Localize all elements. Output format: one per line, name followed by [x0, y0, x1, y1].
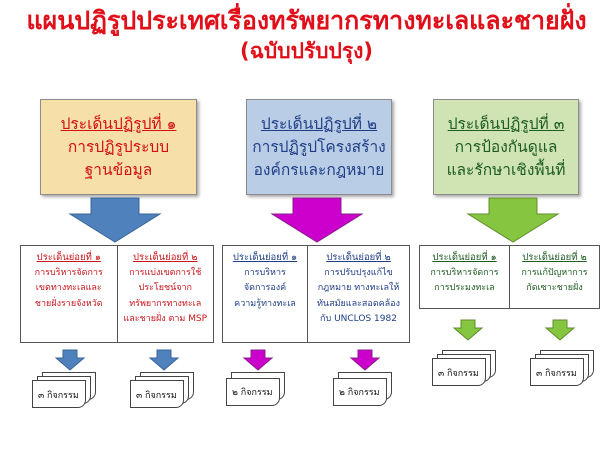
issue-line: และรักษาเชิงพื้นที่ [446, 160, 566, 179]
diagram-title: แผนปฏิรูปประเทศเรื่องทรัพยากรทางทะเลและช… [26, 6, 587, 35]
activity-doc-4: ๒ กิจกรรม [333, 372, 397, 410]
issue-box-1: ประเด็นปฏิรูปที่ ๑ การปฏิรูประบบ ฐานข้อม… [40, 99, 197, 195]
subissue-cell: ประเด็นย่อยที่ ๑ การบริหารจัดการ การประม… [420, 246, 509, 308]
activity-label: ๒ กิจกรรม [232, 388, 273, 398]
issue-line: องค์กรและกฎหมาย [253, 160, 385, 179]
subissue-line: การบริหารจัดการ [430, 267, 499, 278]
activity-doc-6: ๓ กิจกรรม [530, 350, 594, 388]
subissue-heading: ประเด็นย่อยที่ ๑ [36, 252, 101, 263]
small-arrow-3 [242, 349, 274, 371]
subissue-cell: ประเด็นย่อยที่ ๒ การแบ่งเขตการใช้ ประโยช… [116, 246, 214, 342]
activity-label: ๓ กิจกรรม [536, 369, 577, 379]
issue-heading: ประเด็นปฏิรูปที่ ๑ [60, 114, 177, 133]
activity-label: ๓ กิจกรรม [38, 391, 79, 401]
subissue-cell: ประเด็นย่อยที่ ๑ การบริหาร จัดการองค์ คว… [223, 246, 307, 342]
subissue-line: การแก้ปัญหาการ [521, 267, 588, 278]
subissue-line: กฎหมาย ทางทะเลให้ [317, 283, 400, 293]
subissue-line: เขตทางทะเลและ [35, 283, 102, 293]
small-arrow-4 [349, 349, 381, 371]
activity-doc-3: ๒ กิจกรรม [226, 372, 290, 410]
subissue-line: กัดเซาะชายฝั่ง [526, 283, 583, 293]
issue-box-3: ประเด็นปฏิรูปที่ ๓ การป้องกันดูแล และรัก… [433, 99, 579, 195]
activity-doc-2: ๓ กิจกรรม [130, 372, 194, 410]
issue-line: ฐานข้อมูล [84, 160, 153, 179]
activity-label: ๓ กิจกรรม [136, 391, 177, 401]
subissue-line: ประโยชน์จาก [138, 283, 193, 293]
subissue-box-2: ประเด็นย่อยที่ ๑ การบริหาร จัดการองค์ คว… [222, 245, 410, 343]
subissue-line: การบริหารจัดการ [34, 267, 103, 278]
issue-heading: ประเด็นปฏิรูปที่ ๒ [260, 114, 378, 133]
subissue-line: ความรู้ทางทะเล [234, 298, 296, 309]
subissue-line: ทรัพยากรทางทะเล [129, 298, 202, 309]
subissue-heading: ประเด็นย่อยที่ ๒ [522, 252, 587, 263]
subissue-line: ชายฝั่งรายจังหวัด [34, 298, 103, 309]
subissue-line: การประมงทะเล [434, 283, 495, 293]
subissue-line: การปรับปรุงแก้ไข [324, 267, 393, 278]
subissue-box-1: ประเด็นย่อยที่ ๑ การบริหารจัดการ เขตทางท… [20, 245, 214, 343]
issue-line: การป้องกันดูแล [454, 137, 558, 156]
diagram-subtitle: (ฉบับปรับปรุง) [240, 39, 373, 63]
issue-line: การปฏิรูปโครงสร้าง [252, 137, 386, 156]
subissue-heading: ประเด็นย่อยที่ ๑ [432, 252, 497, 263]
issue-box-2: ประเด็นปฏิรูปที่ ๒ การปฏิรูปโครงสร้าง อง… [246, 99, 392, 195]
subissue-box-3: ประเด็นย่อยที่ ๑ การบริหารจัดการ การประม… [419, 245, 600, 309]
subissue-line: ทันสมัยและสอดคล้อง [316, 298, 400, 309]
issue-heading: ประเด็นปฏิรูปที่ ๓ [447, 114, 565, 133]
subissue-line: การแบ่งเขตการใช้ [129, 267, 202, 278]
subissue-heading: ประเด็นย่อยที่ ๑ [232, 252, 298, 263]
small-arrow-5 [452, 319, 484, 341]
big-arrow-2 [270, 197, 364, 243]
subissue-line: การบริหาร [244, 267, 286, 278]
big-arrow-1 [68, 197, 162, 243]
subissue-line: กับ UNCLOS 1982 [320, 314, 397, 324]
subissue-cell: ประเด็นย่อยที่ ๑ การบริหารจัดการ เขตทางท… [21, 246, 117, 342]
activity-label: ๒ กิจกรรม [339, 388, 380, 398]
subissue-cell: ประเด็นย่อยที่ ๒ การปรับปรุงแก้ไข กฎหมาย… [307, 246, 409, 342]
issue-line: การปฏิรูประบบ [67, 137, 170, 156]
activity-label: ๓ กิจกรรม [438, 369, 479, 379]
small-arrow-1 [54, 349, 86, 371]
subissue-cell: ประเด็นย่อยที่ ๒ การแก้ปัญหาการ กัดเซาะช… [509, 246, 599, 308]
small-arrow-6 [544, 319, 576, 341]
activity-doc-5: ๓ กิจกรรม [432, 350, 496, 388]
big-arrow-3 [466, 197, 560, 243]
activity-doc-1: ๓ กิจกรรม [32, 372, 96, 410]
subissue-heading: ประเด็นย่อยที่ ๒ [132, 252, 198, 263]
subissue-line: และชายฝั่ง ตาม MSP [123, 314, 208, 324]
subissue-heading: ประเด็นย่อยที่ ๒ [326, 252, 391, 263]
small-arrow-2 [148, 349, 180, 371]
subissue-line: จัดการองค์ [243, 283, 287, 293]
